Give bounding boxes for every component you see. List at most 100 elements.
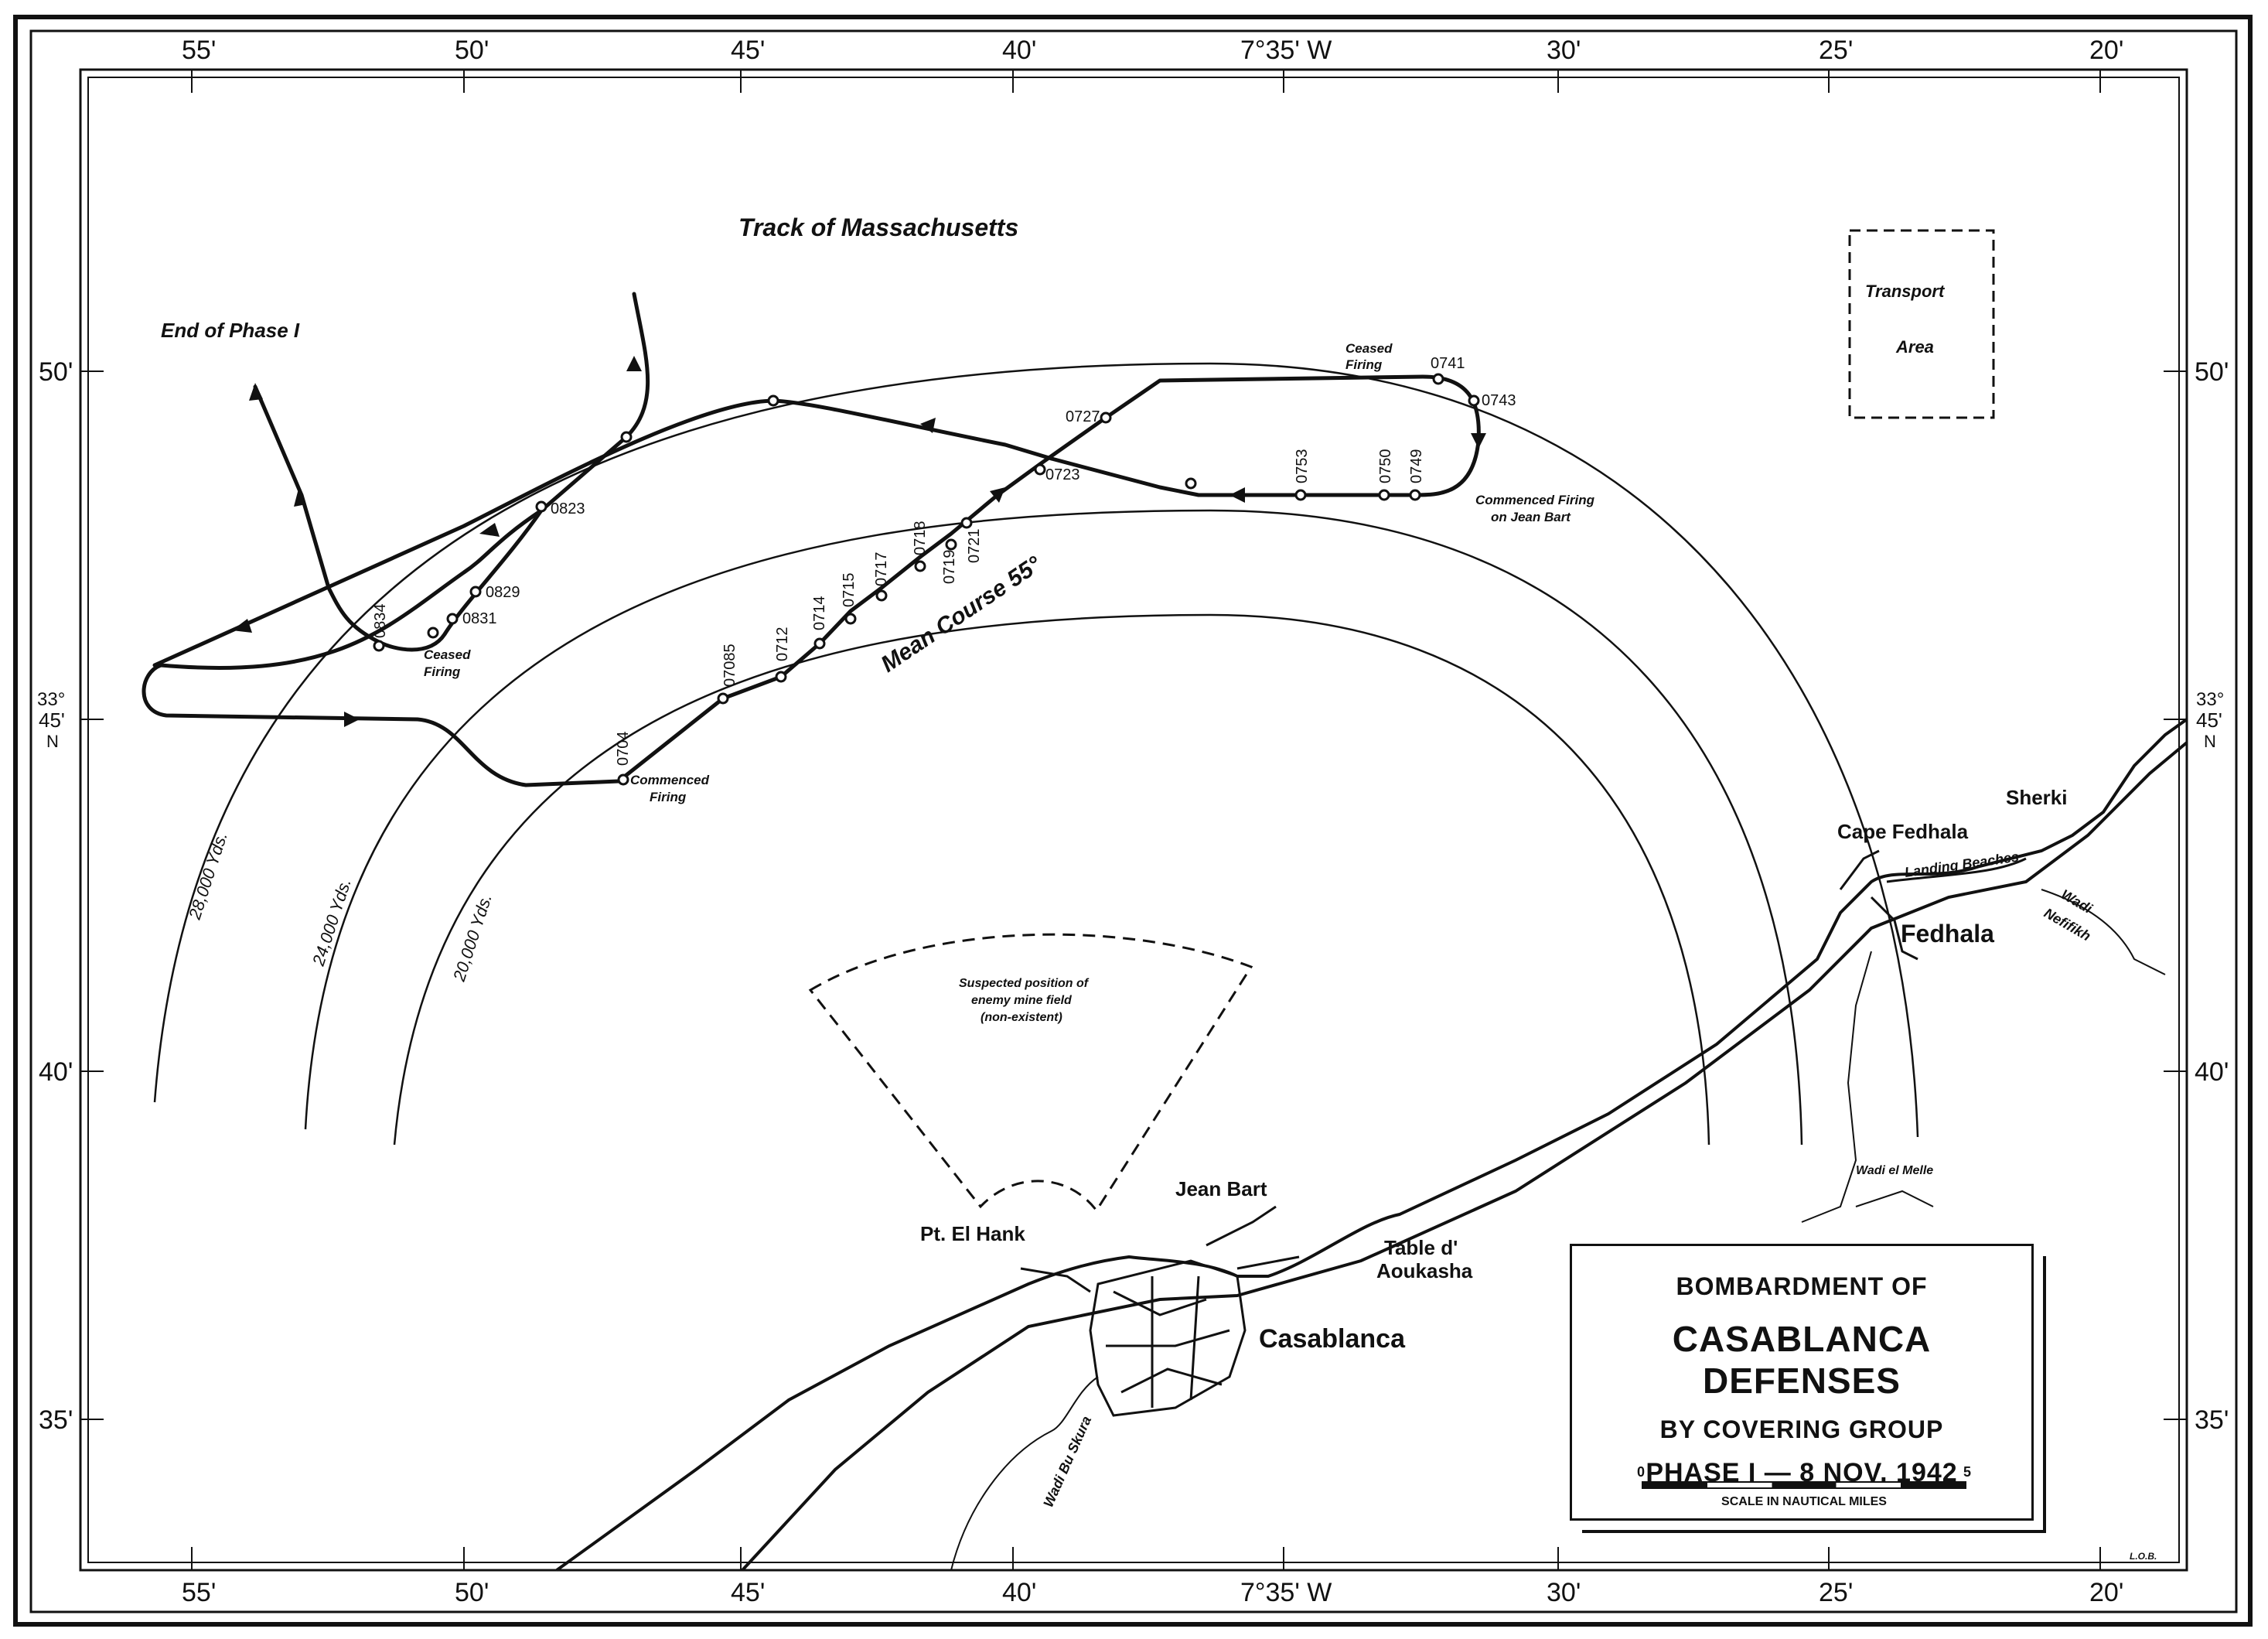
casablanca-city (1020, 1205, 1300, 1417)
marker-0822 (767, 394, 779, 407)
time-0753: 0753 (1294, 449, 1311, 484)
title-line2: CASABLANCA DEFENSES (1672, 1319, 1932, 1401)
time-0727: 0727 (1066, 408, 1100, 425)
marker-0834 (373, 640, 385, 652)
place-jean-bart: Jean Bart (1175, 1177, 1267, 1200)
track-return (152, 398, 1054, 668)
lon-label-30-bottom: 30' (1547, 1578, 1581, 1607)
transport-area-line2: Area (1895, 337, 1934, 357)
time-0741: 0741 (1431, 355, 1465, 372)
river-el-melle (1801, 951, 1872, 1223)
marker-0750 (1378, 489, 1390, 501)
arrow-north-2 (249, 383, 263, 401)
scale-caption: SCALE IN NAUTICAL MILES (1721, 1495, 1887, 1508)
title-line1: BOMBARDMENT OF (1676, 1272, 1928, 1300)
lat-label-n-left: N (46, 732, 59, 751)
marker-0721 (960, 517, 973, 529)
time-labels: 0704 07085 0712 0714 0715 0717 0718 0719… (372, 355, 1516, 766)
mine-field-line1: Suspected position of (959, 977, 1090, 990)
time-0719: 0719 (941, 550, 958, 585)
lon-label-735w-bottom: 7°35' W (1240, 1578, 1332, 1607)
title-line3: BY COVERING GROUP (1659, 1415, 1944, 1443)
place-casablanca: Casablanca (1259, 1324, 1406, 1354)
time-0718: 0718 (912, 521, 929, 556)
time-0714: 0714 (811, 596, 828, 631)
title-block: BOMBARDMENT OF CASABLANCA DEFENSES BY CO… (1570, 1244, 2034, 1521)
track-approach (142, 292, 1481, 787)
range-arc-20000 (393, 613, 1710, 1146)
city-grid-1 (1106, 1275, 1230, 1408)
lon-label-45: 45' (731, 36, 765, 65)
mine-field-line3: (non-existent) (981, 1011, 1062, 1024)
track-exit (253, 384, 544, 652)
place-fedhala: Fedhala (1901, 920, 1994, 948)
place-wadi-bu-skura: Wadi Bu Skura (1040, 1414, 1094, 1510)
coastline (555, 718, 2188, 1572)
longitude-labels-top: 55' 50' 45' 40' 7°35' W 30' 25' 20' (182, 36, 2123, 65)
marker-0718 (914, 560, 926, 572)
lat-label-40-left: 40' (39, 1057, 73, 1087)
lon-label-50-bottom: 50' (455, 1578, 489, 1607)
latitude-labels: 50' 33° 45' N 40' 35' 50' 33° 45' N 40' … (37, 357, 2229, 1435)
fedhala-features (1839, 849, 2027, 961)
time-0743: 0743 (1482, 392, 1516, 409)
credit-lob: L.O.B. (2130, 1551, 2157, 1562)
marker-0824 (620, 431, 633, 443)
arrow-ne (990, 487, 1005, 503)
river-el-melle-2 (1855, 1190, 1934, 1207)
marker-0704 (617, 773, 629, 786)
lat-label-45-left: 45' (39, 709, 65, 732)
place-landing-beaches: Landing Beaches (1904, 849, 2020, 880)
mine-field-line2: enemy mine field (971, 994, 1073, 1007)
coast-inner (741, 741, 2188, 1572)
lon-label-50: 50' (455, 36, 489, 65)
scale-end: 5 (1963, 1464, 1971, 1480)
lon-label-25-bottom: 25' (1819, 1578, 1853, 1607)
lat-label-n-right: N (2204, 732, 2216, 751)
time-0750: 0750 (1377, 449, 1394, 484)
transport-area-line1: Transport (1865, 282, 1946, 301)
marker-0829 (469, 586, 482, 598)
ship-track (142, 292, 1481, 787)
river-bu-skura (950, 1376, 1099, 1571)
lon-label-55: 55' (182, 36, 216, 65)
time-0834: 0834 (372, 604, 389, 639)
marker-0727 (1100, 411, 1112, 424)
scale-start: 0 (1637, 1464, 1646, 1480)
rivers (950, 889, 2166, 1571)
lon-label-20: 20' (2089, 36, 2123, 65)
track-label: Track of Massachusetts (738, 213, 1018, 241)
marker-0715 (844, 613, 857, 625)
range-label-24000: 24,000 Yds. (309, 876, 355, 969)
place-table: Table d' (1384, 1236, 1458, 1259)
marker-0831 (446, 613, 459, 625)
arrow-approach-south (626, 356, 642, 371)
place-sherki: Sherki (2006, 786, 2068, 809)
lat-label-deg-left: 33° (37, 689, 65, 710)
top-tick-marks (80, 70, 2187, 1570)
ceased-firing-2-line2: Firing (1345, 357, 1383, 372)
marker-0823 (535, 500, 547, 513)
marker-0749 (1409, 489, 1421, 501)
marker-0836 (427, 627, 439, 639)
lat-label-50-right: 50' (2195, 357, 2229, 387)
range-arc-24000 (304, 509, 1803, 1146)
lat-label-35-left: 35' (39, 1405, 73, 1435)
time-0721: 0721 (966, 529, 983, 564)
pt-el-hank-shore (1020, 1267, 1091, 1293)
longitude-labels-bottom: 55' 50' 45' 40' 7°35' W 30' 25' 20' (182, 1578, 2123, 1607)
marker-0714 (813, 637, 826, 650)
lon-label-55-bottom: 55' (182, 1578, 216, 1607)
marker-07085 (717, 692, 729, 705)
time-07085: 07085 (721, 644, 738, 687)
landing-beaches-line (1886, 857, 2027, 883)
range-arcs (153, 362, 1919, 1146)
track-arrows (232, 356, 1486, 727)
arrow-west-1 (1229, 487, 1245, 503)
river-nefifikh (2041, 889, 2166, 975)
lon-label-40: 40' (1002, 36, 1036, 65)
scale-bar-graphic (1642, 1481, 1966, 1489)
lat-label-deg-right: 33° (2196, 689, 2224, 710)
mine-field-sector (808, 933, 1253, 1213)
